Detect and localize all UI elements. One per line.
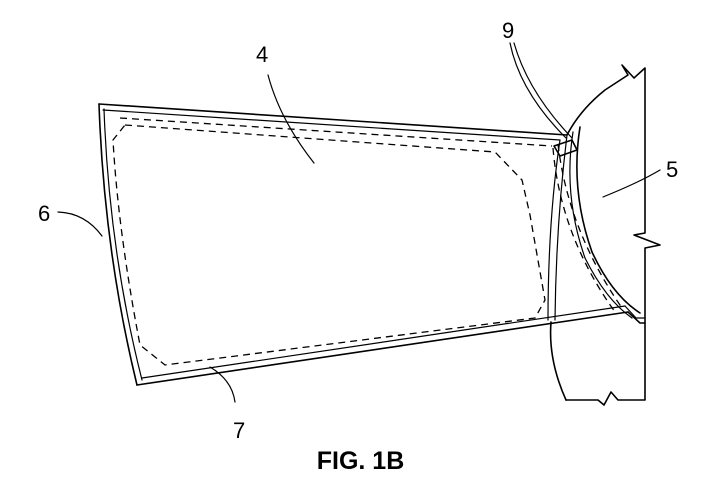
top-dashed-line — [119, 117, 553, 147]
leader-9a — [509, 42, 567, 139]
label-panel: 4 — [256, 42, 268, 67]
leader-7 — [209, 366, 236, 403]
panel-top-edge-inner — [102, 109, 561, 141]
panel-bottom-edge-inner — [141, 305, 626, 379]
bottom-joint-line-2 — [624, 305, 646, 319]
panel-left-edge — [98, 103, 138, 386]
right-dashed-curve-2 — [557, 143, 623, 309]
panel-right-seam-2 — [554, 134, 568, 321]
panel-right-seam — [547, 139, 561, 321]
label-support: 5 — [666, 157, 678, 182]
support-lower-curve — [549, 321, 567, 401]
leader-5 — [602, 169, 661, 198]
panel-top-edge — [98, 103, 568, 136]
support-structure — [549, 64, 661, 406]
joint-block — [553, 139, 578, 157]
label-edge-bottom: 7 — [233, 418, 245, 443]
leader-9b — [513, 42, 573, 139]
panel-left-edge-inner — [103, 108, 143, 381]
joint — [553, 139, 578, 157]
support-inner-curve — [576, 126, 641, 314]
inner-dashed-outline — [112, 124, 546, 366]
support-inner-curve-2 — [569, 131, 633, 319]
figure-caption: FIG. 1B — [316, 447, 405, 475]
label-edge-left: 6 — [38, 201, 50, 226]
support-outline — [565, 64, 661, 406]
leader-6 — [57, 211, 103, 237]
leader-4 — [267, 74, 315, 164]
label-joint: 9 — [502, 18, 514, 43]
bottom-joint-line — [627, 311, 646, 324]
panel-bottom-edge — [136, 311, 629, 386]
panel-body — [98, 103, 629, 386]
right-dashed-curve-1 — [552, 147, 616, 313]
